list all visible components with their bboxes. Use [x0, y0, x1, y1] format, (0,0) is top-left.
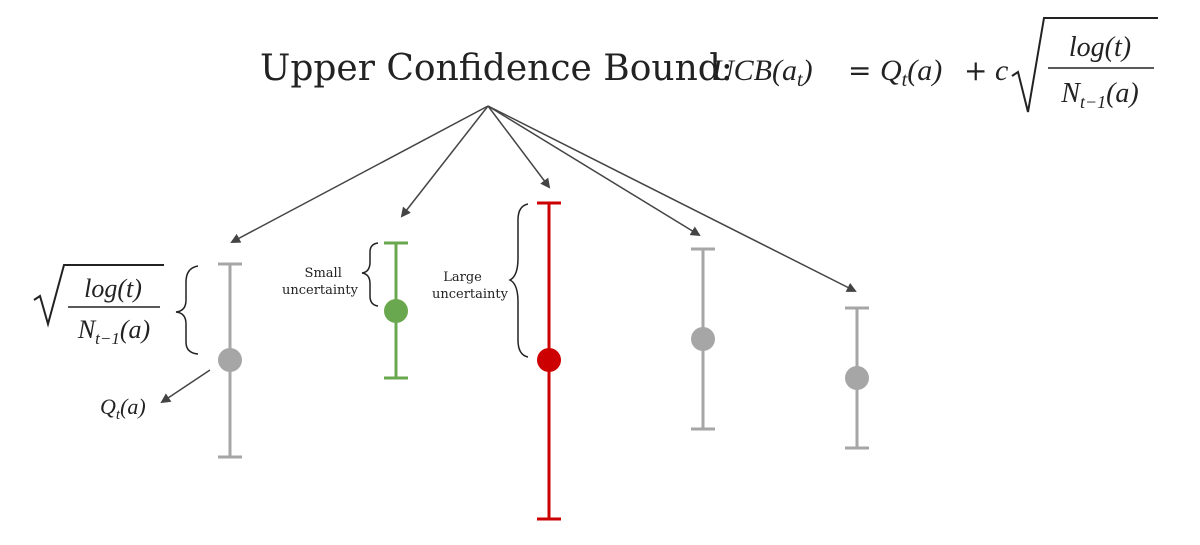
large-uncertainty-annotation: Large uncertainty: [432, 203, 529, 358]
arm-1-mean-point: [218, 348, 242, 372]
arrow-to-arm-5: [487, 105, 857, 292]
left-sqrt-annotation: log(t) Nt−1(a): [33, 264, 199, 355]
arm-5-mean-point: [845, 366, 869, 390]
title-sqrt-sign: [1011, 17, 1158, 113]
title-frac-num: log(t): [1069, 32, 1131, 63]
arm-2-mean-point: [384, 299, 408, 323]
title-arrows: [230, 105, 857, 292]
q-label: Qt(a): [100, 394, 146, 423]
title-group: Upper Confidence Bound: UCB(at) = Qt(a) …: [260, 17, 1158, 113]
arm-3-mean-point: [537, 348, 561, 372]
q-label-group: Qt(a): [100, 369, 211, 423]
small-brace: [361, 242, 379, 307]
q-arrow: [160, 369, 211, 404]
small-uncertainty-annotation: Small uncertainty: [282, 242, 379, 307]
title-q: Qt(a): [880, 54, 942, 91]
title-equals: =: [848, 54, 871, 87]
large-uncertainty-label: Large uncertainty: [432, 270, 509, 302]
arrow-to-arm-2: [400, 105, 489, 218]
arrow-to-arm-3: [487, 105, 551, 189]
title-text: Upper Confidence Bound:: [260, 48, 733, 89]
arrow-to-arm-1: [230, 105, 489, 243]
arrow-to-arm-4: [487, 105, 701, 237]
large-brace: [508, 203, 529, 358]
title-plus: +: [964, 54, 987, 87]
small-uncertainty-label: Small uncertainty: [282, 266, 359, 298]
arm-4-mean-point: [691, 327, 715, 351]
left-frac-den: Nt−1(a): [77, 315, 150, 348]
left-sqrt-sign: [33, 264, 164, 328]
left-frac-num: log(t): [84, 274, 142, 303]
left-brace: [175, 265, 199, 355]
title-frac-den: Nt−1(a): [1060, 78, 1139, 112]
title-c: c: [995, 54, 1008, 87]
title-formula-lhs: UCB(at): [712, 54, 813, 91]
